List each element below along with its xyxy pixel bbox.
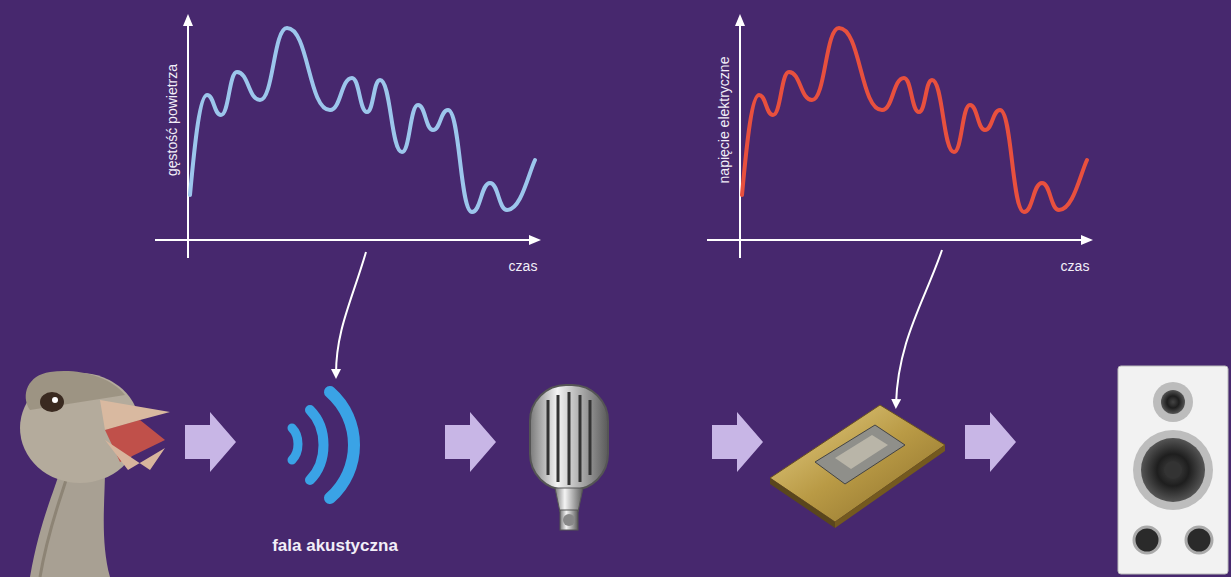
ostrich-illustration [20,371,170,577]
caption-label: fala akustyczna [272,537,398,554]
microphone-illustration [530,385,608,530]
speaker-illustration [1118,366,1228,574]
axis-label: napięcie elektryczne [717,57,731,184]
chip-illustration [770,405,945,528]
wave-icon [292,392,354,498]
axis-label: gęstość powietrza [165,64,179,176]
density-chart [155,20,535,258]
voltage-chart [707,20,1087,258]
pointer-arrow [896,250,942,404]
axis-label: czas [509,259,538,273]
axis-label: czas [1061,259,1090,273]
pointer-arrow [336,252,366,374]
